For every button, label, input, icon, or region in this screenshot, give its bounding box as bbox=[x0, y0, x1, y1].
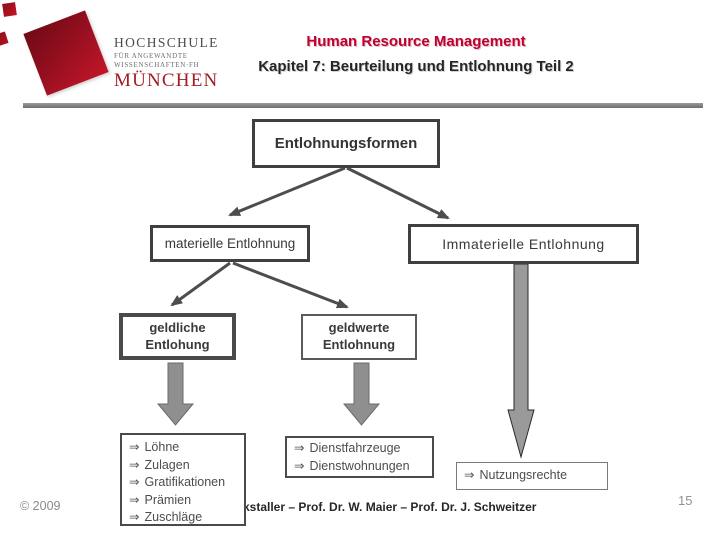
node-immaterielle-entlohnung: Immaterielle Entlohnung bbox=[408, 224, 639, 264]
logo-line-wissenschaften: WISSENSCHAFTEN·FH bbox=[114, 60, 200, 69]
logo-line-hochschule: HOCHSCHULE bbox=[114, 35, 219, 50]
list-item-label: Gratifikationen bbox=[144, 475, 226, 489]
double-arrow-bullet-icon: ⇒ bbox=[129, 475, 140, 489]
logo-small-square-icon bbox=[2, 2, 17, 17]
logo-small-square-icon bbox=[0, 31, 9, 47]
list-item-label: Dienstwohnungen bbox=[309, 458, 410, 473]
list-geldwerte-examples: ⇒ Dienstfahrzeuge ⇒ Dienstwohnungen bbox=[285, 436, 434, 478]
list-geldliche-examples: ⇒ Löhne ⇒ Zulagen ⇒ Gratifikationen ⇒ Pr… bbox=[120, 433, 246, 526]
hochschule-logo-text: HOCHSCHULE FÜR ANGEWANDTE WISSENSCHAFTEN… bbox=[114, 36, 219, 90]
list-item: ⇒ Gratifikationen bbox=[129, 474, 244, 492]
course-title: Human Resource Management bbox=[306, 33, 526, 50]
list-item: ⇒ Dienstfahrzeuge bbox=[294, 440, 432, 458]
footer-authors: kstaller – Prof. Dr. W. Maier – Prof. Dr… bbox=[243, 500, 537, 514]
connector-material-to-monetary bbox=[170, 261, 231, 307]
node-geldliche-entlohnung: geldliche Entlohung bbox=[119, 313, 236, 360]
connector-material-to-value bbox=[232, 261, 349, 309]
block-arrow-immaterial-icon bbox=[507, 263, 535, 459]
list-item-label: Nutzungsrechte bbox=[479, 468, 568, 483]
list-item-label: Prämien bbox=[144, 492, 192, 507]
node-entlohnungsformen: Entlohnungsformen bbox=[252, 119, 440, 168]
list-item-label: Zulagen bbox=[144, 457, 190, 472]
double-arrow-bullet-icon: ⇒ bbox=[464, 468, 475, 483]
footer-copyright: © 2009 bbox=[20, 499, 61, 513]
list-item: ⇒ Prämien bbox=[129, 492, 244, 510]
double-arrow-bullet-icon: ⇒ bbox=[129, 492, 140, 507]
block-arrow-monetary-icon bbox=[156, 362, 195, 426]
list-item: ⇒ Zulagen bbox=[129, 457, 244, 475]
list-item: ⇒ Zuschläge bbox=[129, 509, 244, 527]
list-item-label: Dienstfahrzeuge bbox=[309, 441, 401, 455]
connector-root-to-material bbox=[228, 166, 346, 217]
node-materielle-entlohnung: materielle Entlohnung bbox=[150, 225, 310, 262]
double-arrow-bullet-icon: ⇒ bbox=[294, 441, 305, 455]
double-arrow-bullet-icon: ⇒ bbox=[129, 457, 140, 472]
chapter-subtitle: Kapitel 7: Beurteilung und Entlohnung Te… bbox=[258, 58, 574, 75]
block-arrow-value-icon bbox=[342, 362, 381, 426]
double-arrow-bullet-icon: ⇒ bbox=[129, 440, 140, 454]
page-number: 15 bbox=[678, 493, 693, 508]
header-divider bbox=[23, 103, 703, 108]
list-item: ⇒ Löhne bbox=[129, 439, 244, 457]
list-immaterielle-examples: ⇒ Nutzungsrechte bbox=[456, 462, 608, 490]
list-item-label: Löhne bbox=[144, 440, 180, 454]
logo-line-muenchen: MÜNCHEN bbox=[114, 69, 219, 91]
logo-line-fuer-angewandte: FÜR ANGEWANDTE bbox=[114, 51, 188, 60]
connector-root-to-immaterial bbox=[346, 166, 450, 220]
hochschule-logo-mark-icon bbox=[23, 10, 109, 96]
double-arrow-bullet-icon: ⇒ bbox=[294, 458, 305, 473]
node-geldwerte-entlohnung: geldwerte Entlohnung bbox=[301, 314, 417, 360]
double-arrow-bullet-icon: ⇒ bbox=[129, 510, 140, 524]
list-item: ⇒ Dienstwohnungen bbox=[294, 458, 432, 476]
list-item-label: Zuschläge bbox=[144, 510, 203, 524]
list-item: ⇒ Nutzungsrechte bbox=[464, 467, 567, 485]
